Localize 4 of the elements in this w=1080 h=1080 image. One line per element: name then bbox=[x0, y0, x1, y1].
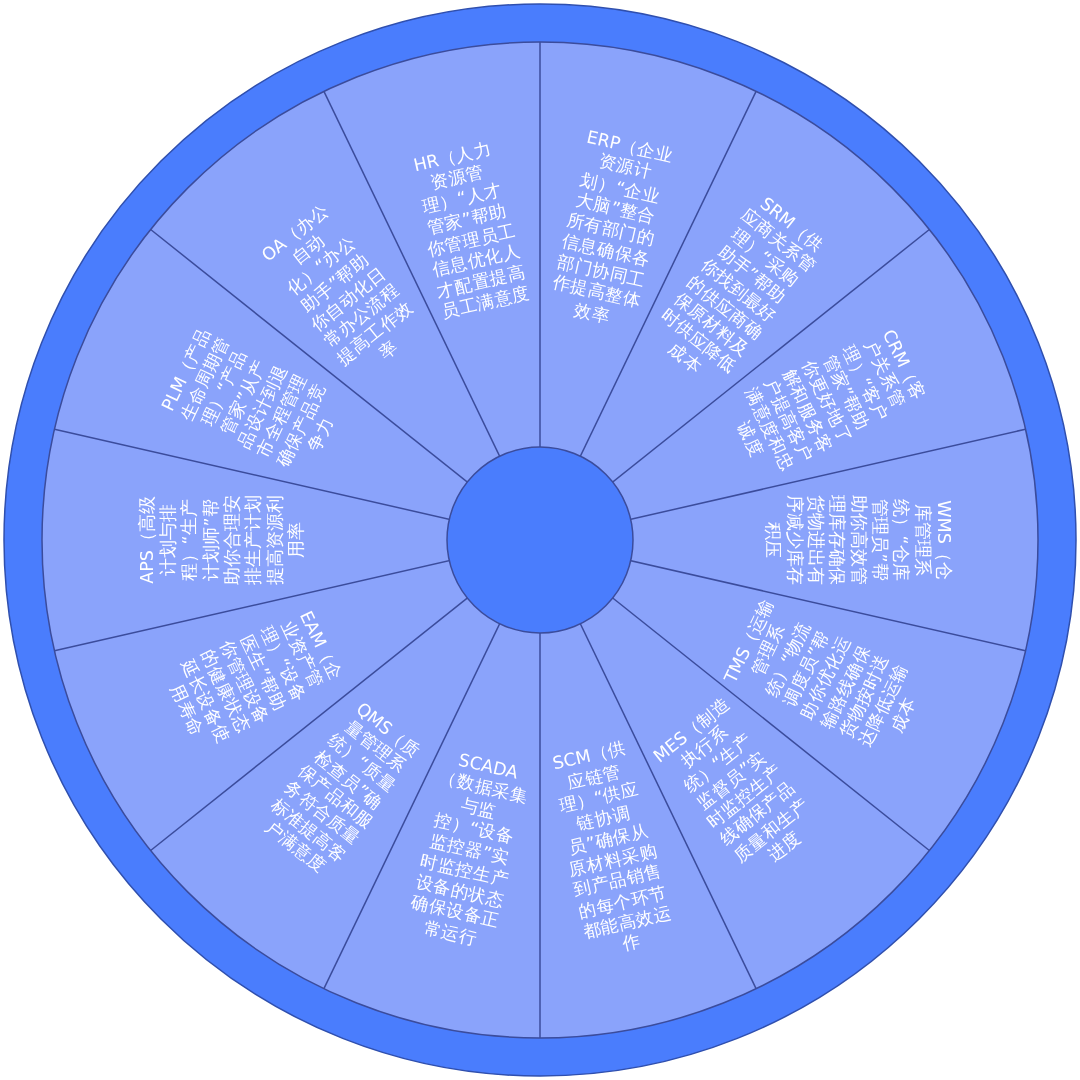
segment-text: APS（高级计划与排程）“生产计划师”帮助你合理安排生产计划提高资源利用率 bbox=[136, 494, 308, 586]
hub-circle bbox=[446, 446, 634, 634]
wheel-ring bbox=[3, 3, 1077, 1077]
segment-text: WMS（仓库管理系统）“仓库管理员”帮助你高效管理库存确保货物进出有序减少库存积压 bbox=[761, 494, 955, 586]
